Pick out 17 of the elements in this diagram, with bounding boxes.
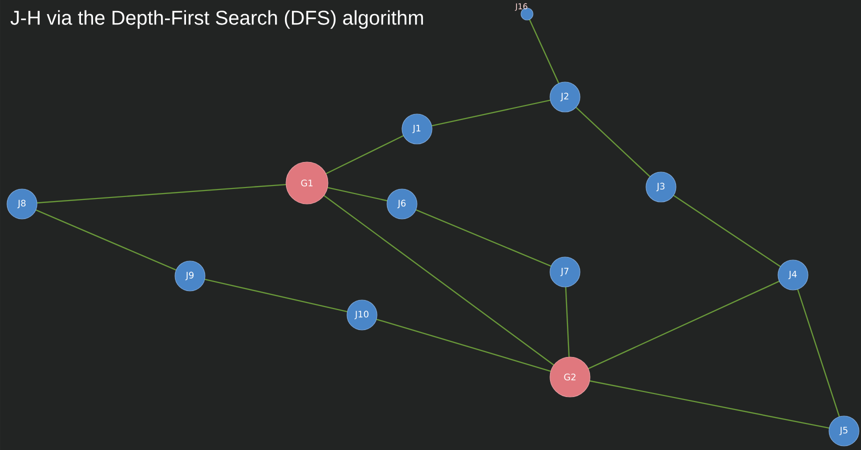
edge-line [432, 100, 550, 126]
edge-line [327, 186, 388, 202]
title: J-H via the Depth-First Search (DFS) algorithm [10, 10, 423, 29]
edge-line [565, 286, 570, 358]
edge-line [324, 194, 554, 366]
edge-line [528, 19, 560, 84]
edge-line [376, 318, 552, 372]
edge-line [588, 280, 780, 370]
edge-line [204, 278, 348, 312]
edge-line [36, 209, 176, 271]
edge-line [576, 106, 650, 178]
edge-line [673, 194, 781, 268]
edge-line [326, 135, 404, 174]
edge-line [416, 209, 552, 267]
edge-line [36, 184, 286, 204]
edge-line [590, 380, 830, 429]
edge-line [797, 289, 840, 417]
